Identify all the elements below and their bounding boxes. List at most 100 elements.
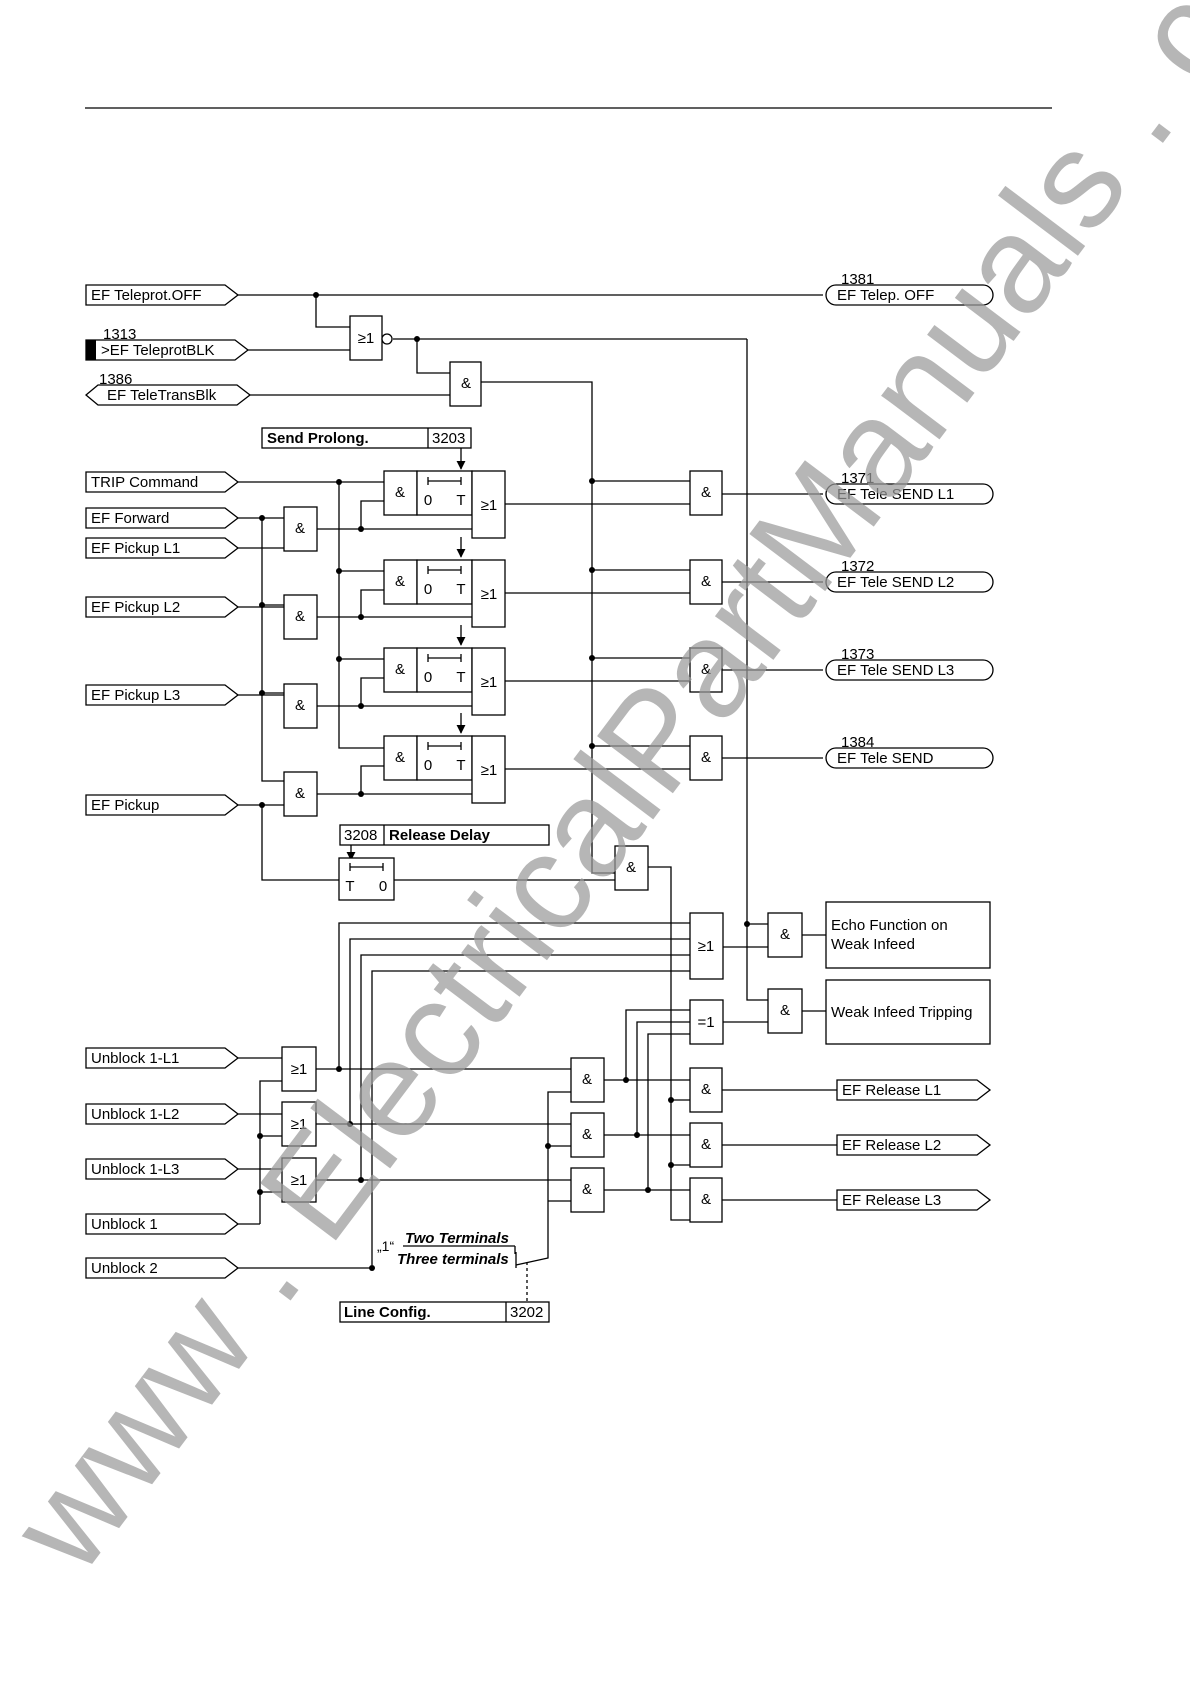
svg-text:≥1: ≥1 (481, 762, 498, 779)
gate-and-pickup-l3 (283, 683, 318, 729)
input-tag-ef-forward (85, 507, 240, 529)
svg-text:&: & (395, 661, 405, 678)
gate-and-echo (767, 912, 803, 958)
svg-text:≥1: ≥1 (481, 586, 498, 603)
svg-text:0: 0 (379, 878, 387, 895)
input-tag-unblock-1-l3 (85, 1158, 240, 1180)
svg-text:&: & (780, 926, 790, 943)
output-number-send-l1: 1371 (841, 470, 874, 487)
svg-text:&: & (701, 573, 711, 590)
gate-and-pickup-l2 (283, 594, 318, 640)
output-tag-release-l1 (836, 1079, 992, 1101)
svg-text:0: 0 (424, 757, 432, 774)
output-label-send: EF Tele SEND (837, 750, 934, 767)
svg-text:T: T (456, 669, 465, 686)
gate-xor-weak-infeed (689, 999, 724, 1045)
gate-or-send (471, 735, 506, 804)
svg-text:≥1: ≥1 (291, 1061, 308, 1078)
gate-and-unblock-l3 (570, 1167, 605, 1213)
input-tag-unblock-2 (85, 1257, 240, 1279)
output-tag-send-l3 (825, 659, 994, 681)
svg-text:&: & (701, 1191, 711, 1208)
gate-and-unblock-l2 (570, 1112, 605, 1158)
input-number-teletrans-blk: 1386 (99, 371, 132, 388)
input-tag-teletrans-blk (84, 384, 252, 406)
gate-or-send-l2 (471, 559, 506, 628)
output-tag-release-l3 (836, 1189, 992, 1211)
svg-text:&: & (461, 375, 471, 392)
gate-and-send (689, 735, 723, 781)
svg-text:T: T (456, 757, 465, 774)
svg-text:&: & (295, 520, 305, 537)
input-number-teleprot-blk: 1313 (103, 326, 136, 343)
weak-infeed-tripping-label: Weak Infeed Tripping (831, 1004, 972, 1021)
svg-text:&: & (395, 484, 405, 501)
input-tags: EF Teleprot.OFF 1313 >EF TeleprotBLK 138… (84, 284, 252, 1279)
output-tag-send (825, 747, 994, 769)
svg-text:0: 0 (424, 492, 432, 509)
input-tag-unblock-1-l2 (85, 1103, 240, 1125)
switch-position-one: „1“ (377, 1238, 394, 1254)
param-send-prolong-number: 3203 (432, 430, 465, 447)
gate-and-pickup (283, 771, 318, 817)
output-label-release-l3: EF Release L3 (842, 1192, 941, 1209)
input-tag-ef-pickup-l1 (85, 537, 240, 559)
svg-text:0: 0 (424, 581, 432, 598)
input-label-ef-pickup-l1: EF Pickup L1 (91, 540, 180, 557)
svg-text:&: & (626, 859, 636, 876)
input-tag-teleprot-off (85, 284, 240, 306)
echo-function-box (825, 901, 991, 969)
input-label-teleprot-blk: >EF TeleprotBLK (101, 342, 215, 359)
svg-text:≥1: ≥1 (698, 938, 715, 955)
svg-text:T: T (456, 581, 465, 598)
param-line-config (339, 1301, 550, 1323)
param-send-prolong-label: Send Prolong. (267, 430, 369, 447)
binary-input-marker (86, 340, 96, 360)
svg-text:&: & (295, 697, 305, 714)
param-line-config-number: 3202 (510, 1304, 543, 1321)
svg-text:&: & (701, 1081, 711, 1098)
svg-text:&: & (295, 785, 305, 802)
svg-text:≥1: ≥1 (291, 1172, 308, 1189)
gate-and-weak-infeed (767, 988, 803, 1034)
input-tag-unblock-1 (85, 1213, 240, 1235)
output-label-release-l1: EF Release L1 (842, 1082, 941, 1099)
svg-text:T: T (456, 492, 465, 509)
input-tag-ef-pickup-l2 (85, 596, 240, 618)
svg-text:&: & (582, 1071, 592, 1088)
switch-two-terminals: Two Terminals (405, 1230, 509, 1247)
gate-or-unblock-l1 (281, 1046, 317, 1092)
gate-and-enable (449, 361, 482, 407)
gate-and-release-l2 (689, 1122, 723, 1168)
gate-and-send-l3 (689, 647, 723, 693)
svg-text:≥1: ≥1 (358, 330, 375, 347)
svg-text:&: & (780, 1002, 790, 1019)
svg-text:&: & (582, 1181, 592, 1198)
svg-text:&: & (395, 749, 405, 766)
gate-and-release-l3 (689, 1177, 723, 1223)
svg-text:&: & (701, 484, 711, 501)
param-send-prolong (261, 427, 472, 449)
output-number-telep-off: 1381 (841, 271, 874, 288)
svg-text:≥1: ≥1 (291, 1116, 308, 1133)
input-label-unblock-1-l2: Unblock 1-L2 (91, 1106, 179, 1123)
input-label-ef-pickup: EF Pickup (91, 797, 159, 814)
output-number-send-l2: 1372 (841, 558, 874, 575)
gate-and-send-l2 (689, 559, 723, 605)
switch-three-terminals: Three terminals (397, 1251, 509, 1268)
echo-function-label: Echo Function on (831, 917, 948, 934)
input-tag-trip-command (85, 471, 240, 493)
output-tags: 1381 EF Telep. OFF 1371 EF Tele SEND L1 … (825, 271, 994, 1211)
param-release-delay (339, 824, 550, 846)
svg-text:&: & (295, 608, 305, 625)
gate-or-send-l1 (471, 470, 506, 539)
input-label-unblock-1-l1: Unblock 1-L1 (91, 1050, 179, 1067)
svg-text:&: & (701, 749, 711, 766)
param-release-delay-number: 3208 (344, 827, 377, 844)
svg-text:≥1: ≥1 (481, 497, 498, 514)
input-tag-ef-pickup (85, 794, 240, 816)
timer-send-l2 (416, 559, 473, 605)
output-label-send-l3: EF Tele SEND L3 (837, 662, 954, 679)
